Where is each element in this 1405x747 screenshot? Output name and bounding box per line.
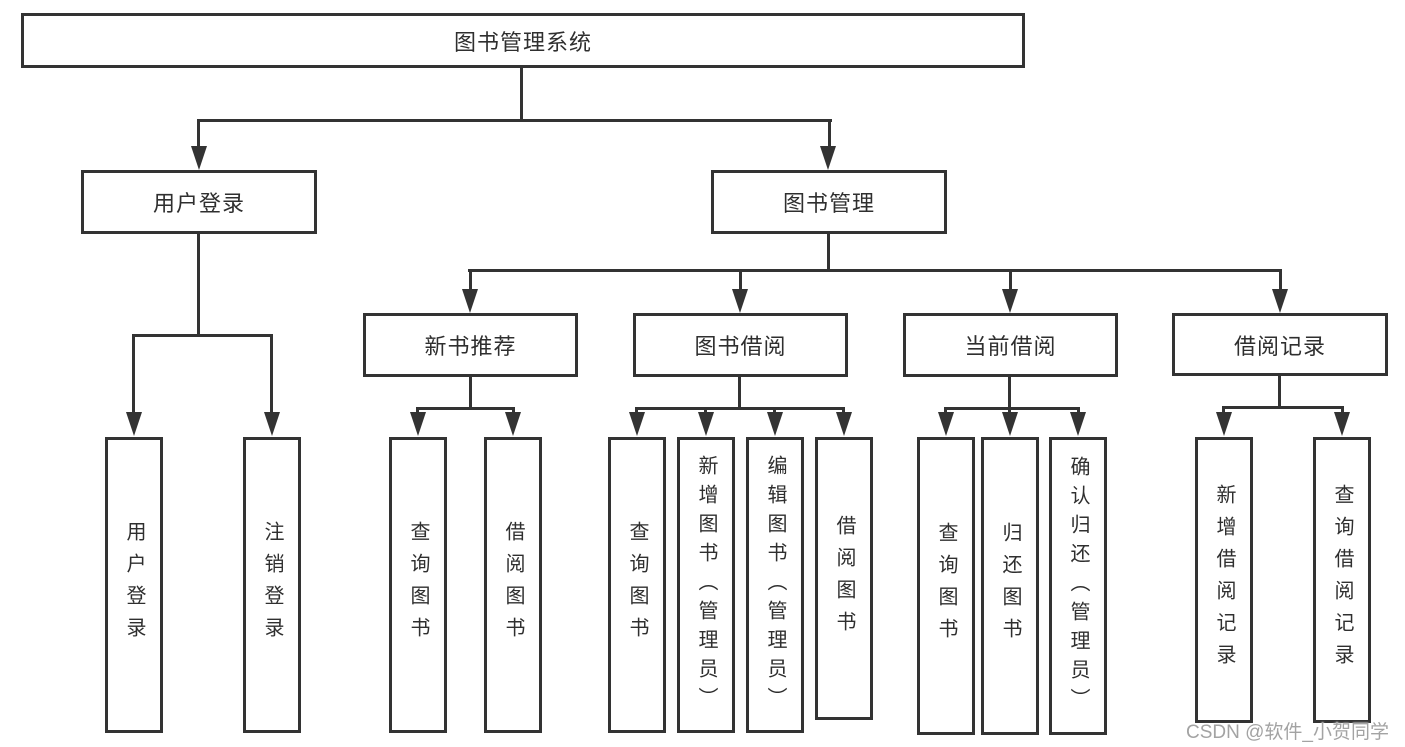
leaf-label: 借阅图书 [833, 514, 855, 643]
connector-rec-bar [416, 407, 515, 410]
leaf-label: 编辑图书（管理员） [764, 454, 786, 716]
leaf-logout: 注销登录 [243, 437, 301, 733]
arrow-down-icon [732, 289, 748, 313]
arrow-down-icon [1334, 412, 1350, 436]
connector-br-drop-1 [1222, 406, 1225, 415]
node-book-management: 图书管理 [711, 170, 947, 234]
connector-login-stem [197, 234, 200, 337]
node-label: 借阅记录 [1233, 333, 1326, 359]
connector-cb-drop-3 [1077, 407, 1080, 415]
leaf-borrow-edit-book-admin: 编辑图书（管理员） [746, 437, 804, 733]
leaf-records-add-record: 新增借阅记录 [1195, 437, 1253, 723]
leaf-label: 归还图书 [999, 522, 1021, 650]
connector-bb-drop-4 [842, 407, 845, 415]
connector-br-drop-2 [1341, 406, 1344, 415]
connector-rec-stem [469, 377, 472, 410]
connector-bb-bar [635, 407, 845, 410]
leaf-label: 借阅图书 [502, 521, 524, 649]
arrow-down-icon [126, 412, 142, 436]
leaf-label: 查询图书 [626, 521, 648, 649]
connector-br-stem [1278, 376, 1281, 409]
node-label: 图书管理 [782, 191, 875, 216]
connector-rec-drop-1 [416, 407, 419, 415]
connector-root-drop-right [828, 119, 831, 149]
leaf-label: 注销登录 [261, 521, 283, 649]
arrow-down-icon [1002, 412, 1018, 436]
leaf-label: 确认归还（管理员） [1067, 455, 1089, 717]
arrow-down-icon [1216, 412, 1232, 436]
connector-mgmt-drop-3 [1009, 269, 1012, 293]
leaf-current-return-book: 归还图书 [981, 437, 1039, 735]
arrow-down-icon [938, 412, 954, 436]
connector-root-drop-left [197, 119, 200, 149]
leaf-label: 新增借阅记录 [1213, 484, 1235, 676]
connector-cb-drop-2 [1008, 407, 1011, 415]
arrow-down-icon [1002, 289, 1018, 313]
connector-rec-drop-2 [512, 407, 515, 415]
arrow-down-icon [264, 412, 280, 436]
leaf-label: 查询图书 [407, 521, 429, 649]
leaf-borrow-add-book-admin: 新增图书（管理员） [677, 437, 735, 733]
arrow-down-icon [1272, 289, 1288, 313]
connector-mgmt-drop-1 [469, 269, 472, 293]
leaf-label: 新增图书（管理员） [695, 454, 717, 716]
node-label: 新书推荐 [424, 334, 517, 359]
arrow-down-icon [820, 146, 836, 170]
leaf-label: 用户登录 [123, 521, 145, 649]
node-current-borrow: 当前借阅 [903, 313, 1118, 377]
arrow-down-icon [462, 289, 478, 313]
connector-mgmt-drop-4 [1279, 269, 1282, 293]
connector-login-drop-1 [132, 334, 135, 414]
leaf-label: 查询借阅记录 [1331, 484, 1353, 676]
leaf-current-confirm-return-admin: 确认归还（管理员） [1049, 437, 1107, 735]
connector-mgmt-drop-2 [739, 269, 742, 293]
arrow-down-icon [191, 146, 207, 170]
connector-mgmt-bar [468, 269, 1282, 272]
arrow-down-icon [629, 412, 645, 436]
leaf-current-query-book: 查询图书 [917, 437, 975, 735]
connector-mgmt-stem [827, 234, 830, 272]
leaf-borrow-query-book: 查询图书 [608, 437, 666, 733]
connector-bb-stem [738, 377, 741, 410]
node-book-borrow: 图书借阅 [633, 313, 848, 377]
leaf-recommend-query-book: 查询图书 [389, 437, 447, 733]
arrow-down-icon [767, 412, 783, 436]
node-label: 图书借阅 [694, 334, 787, 359]
node-label: 图书管理系统 [453, 29, 592, 55]
connector-br-bar [1222, 406, 1344, 409]
connector-cb-stem [1008, 377, 1011, 410]
connector-root-bar [197, 119, 832, 122]
connector-login-bar [132, 334, 273, 337]
connector-root-stem [520, 68, 523, 122]
node-new-book-recommend: 新书推荐 [363, 313, 578, 377]
arrow-down-icon [410, 412, 426, 436]
arrow-down-icon [698, 412, 714, 436]
connector-cb-drop-1 [944, 407, 947, 415]
leaf-borrow-borrow-book: 借阅图书 [815, 437, 873, 720]
connector-bb-drop-3 [773, 407, 776, 415]
leaf-records-query-record: 查询借阅记录 [1313, 437, 1371, 723]
arrow-down-icon [1070, 412, 1086, 436]
node-library-management-system: 图书管理系统 [21, 13, 1025, 68]
leaf-recommend-borrow-book: 借阅图书 [484, 437, 542, 733]
connector-login-drop-2 [270, 334, 273, 414]
node-borrow-records: 借阅记录 [1172, 313, 1388, 376]
leaf-user-login: 用户登录 [105, 437, 163, 733]
node-label: 当前借阅 [964, 334, 1057, 359]
leaf-label: 查询图书 [935, 522, 957, 650]
arrow-down-icon [836, 412, 852, 436]
csdn-watermark: CSDN @软件_小贺同学 [1186, 722, 1389, 743]
connector-bb-drop-1 [635, 407, 638, 415]
connector-bb-drop-2 [704, 407, 707, 415]
node-label: 用户登录 [152, 191, 245, 216]
arrow-down-icon [505, 412, 521, 436]
node-user-login: 用户登录 [81, 170, 317, 234]
connector-cb-bar [944, 407, 1080, 410]
